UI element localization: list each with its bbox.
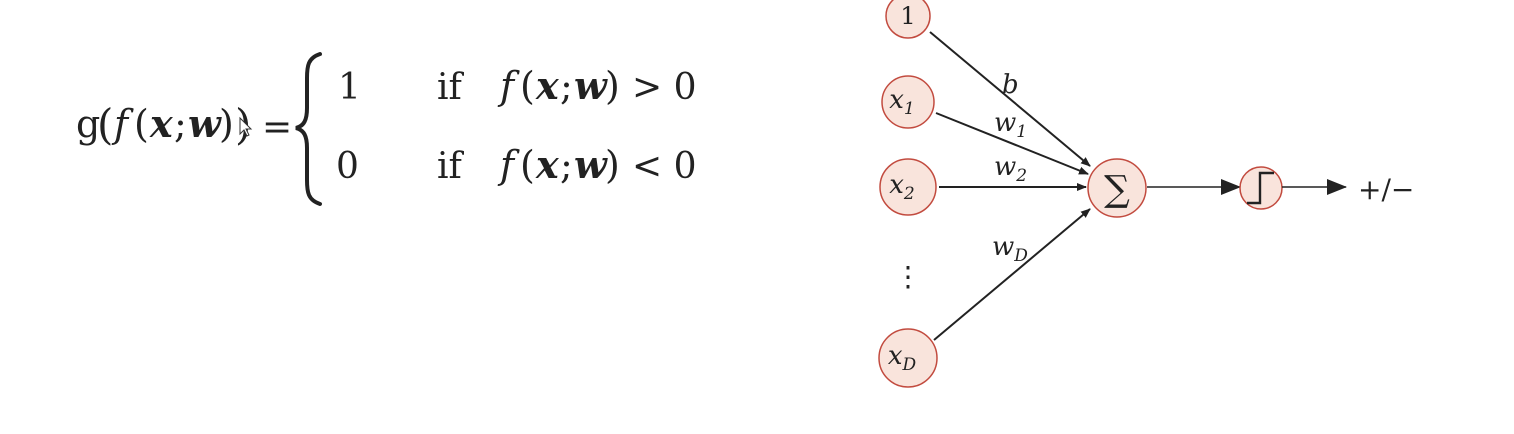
node-ellipsis: ⋮ — [894, 260, 922, 293]
case-1-rparen: ) — [605, 64, 620, 108]
node-x1: x1 — [881, 75, 935, 129]
weight-b-label: b — [1002, 70, 1019, 100]
step-function-node — [1239, 166, 1283, 210]
formula-f: f — [111, 102, 134, 146]
case-1-w: w — [574, 63, 608, 108]
case-2-x: x — [535, 142, 560, 187]
formula-equals: = — [262, 107, 292, 148]
case-1-value: 1 — [338, 67, 361, 108]
formula-outer-lparen: ( — [97, 100, 113, 149]
node-bias: 1 — [885, 0, 931, 39]
node-xD-label: xD — [888, 341, 917, 375]
edge-xD-to-sum — [933, 208, 1091, 341]
formula-sep: ; — [174, 102, 187, 146]
case-2-w: w — [574, 142, 608, 187]
case-1-lparen: ( — [520, 64, 535, 108]
output-label: +/− — [1358, 173, 1414, 206]
node-x2: x2 — [879, 158, 937, 216]
activation-formula: g ( f ( x ; w ) ) = 1 if f ( x ; w ) > 0… — [76, 52, 697, 206]
case-2-if: if — [437, 146, 465, 187]
node-xD: xD — [878, 328, 938, 388]
case-2-f: f — [497, 143, 520, 187]
case-1-f: f — [497, 64, 520, 108]
node-bias-label: 1 — [900, 2, 915, 30]
weight-wD-label: wD — [992, 232, 1028, 266]
step-function-icon — [1247, 171, 1274, 205]
case-2-relation: < 0 — [632, 146, 697, 187]
case-1-if: if — [437, 67, 465, 108]
formula-inner-lparen: ( — [134, 102, 149, 146]
edge-bias-to-sum — [929, 31, 1091, 167]
formula-x: x — [149, 101, 174, 146]
formula-w: w — [188, 101, 222, 146]
perceptron-diagram: b w1 w2 wD 1 x1 x2 ⋮ xD ∑ — [878, 0, 1414, 388]
weight-w1-label: w1 — [994, 108, 1027, 142]
weight-w2-label: w2 — [994, 152, 1027, 186]
formula-inner-rparen: ) — [219, 102, 234, 146]
case-1-x: x — [535, 63, 560, 108]
case-2-rparen: ) — [605, 143, 620, 187]
case-1-sep: ; — [560, 64, 573, 108]
formula-g: g — [76, 102, 100, 146]
cases-brace — [295, 52, 322, 206]
case-2-lparen: ( — [520, 143, 535, 187]
sum-node: ∑ — [1087, 158, 1147, 218]
case-1-relation: > 0 — [632, 67, 697, 108]
sum-symbol: ∑ — [1104, 169, 1130, 210]
node-x1-label: x1 — [889, 85, 915, 119]
case-2-value: 0 — [336, 146, 359, 187]
case-2-sep: ; — [560, 143, 573, 187]
mouse-cursor-icon — [239, 116, 253, 137]
edge-x1-to-sum — [935, 112, 1089, 175]
node-x2-label: x2 — [889, 170, 915, 204]
